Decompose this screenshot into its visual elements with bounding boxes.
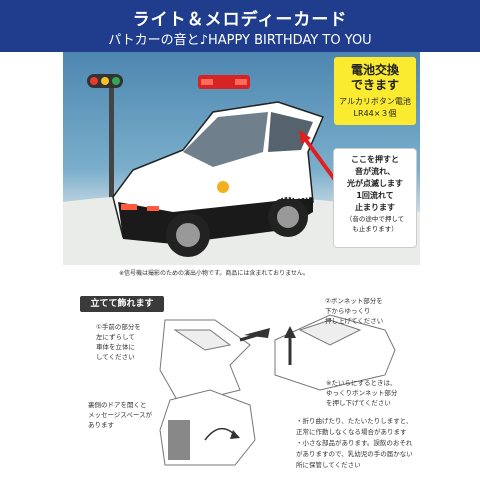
police-car-illustration: HAPPY BIRTHDAY bbox=[63, 74, 420, 265]
callout-line: 1回流れて bbox=[356, 191, 394, 200]
traffic-light-yellow bbox=[101, 77, 109, 85]
traffic-light-green bbox=[112, 77, 120, 85]
step1-note: ①手前の部分を 左にずらして 車体を立体に してください bbox=[96, 322, 141, 362]
step2-line: 押し上げてください bbox=[325, 317, 384, 325]
warning-note: ・折り曲げたり、たたいたりしますと、 正常に作動しなくなる場合があります ・小さ… bbox=[296, 416, 413, 471]
warning-line: ・折り曲げたり、たたいたりしますと、 bbox=[296, 417, 413, 425]
assembly-diagrams bbox=[159, 314, 396, 466]
diagram-step2 bbox=[274, 314, 396, 391]
diagram-step3 bbox=[159, 389, 256, 466]
warning-line: がありますので、乳幼児の手の届かない bbox=[296, 450, 413, 458]
traffic-light-pole bbox=[109, 88, 114, 228]
callout-line: ここを押すと bbox=[351, 155, 399, 164]
battery-line1: 電池交換 bbox=[350, 63, 399, 77]
step3-line: を押し下げてください bbox=[326, 399, 391, 407]
step1-line: してください bbox=[96, 353, 135, 361]
step3-line: ※たいらにするときは、 bbox=[326, 379, 397, 387]
car-lightbar bbox=[198, 75, 250, 89]
warning-line: 正常に作動しなくなる場合があります bbox=[296, 428, 407, 436]
step3-note: ※たいらにするときは、 ゆっくりボンネット部分 を押し下げてください bbox=[326, 378, 397, 408]
callout-arrow bbox=[301, 134, 337, 182]
header-banner: ライト＆メロディーカード パトカーの音と♪HAPPY BIRTHDAY TO Y… bbox=[0, 0, 480, 52]
step1-line: ①手前の部分を bbox=[96, 323, 141, 331]
warning-line: ・小さな部品があります。誤飲のおそれ bbox=[296, 439, 413, 447]
photo-caption: ※信号機は撮影のための演出小物です。商品には含まれておりません。 bbox=[119, 270, 309, 277]
message-note-line: 裏側のドアを開くと bbox=[88, 401, 147, 409]
step3-line: ゆっくりボンネット部分 bbox=[326, 389, 398, 397]
battery-line4: LR44×３個 bbox=[353, 109, 397, 118]
battery-line3: アルカリボタン電池 bbox=[339, 97, 411, 106]
setup-title: 立てて飾れます bbox=[80, 296, 164, 312]
car-windshield bbox=[183, 112, 268, 167]
header-title: ライト＆メロディーカード bbox=[132, 10, 348, 30]
header-subtitle: パトカーの音と♪HAPPY BIRTHDAY TO YOU bbox=[108, 33, 372, 48]
callout-line: 止まります bbox=[355, 203, 395, 212]
message-note-line: あります bbox=[88, 421, 114, 429]
car-door-text: HAPPY BIRTHDAY bbox=[233, 192, 311, 201]
police-emblem bbox=[217, 181, 229, 193]
callout-bubble: ここを押すと 音が流れ、 光が点滅します 1回流れて 止まります （音の途中で押… bbox=[333, 148, 417, 248]
step2-line: 下からゆっくり bbox=[325, 307, 371, 315]
message-space bbox=[168, 420, 190, 460]
battery-info: 電池交換 できます アルカリボタン電池 LR44×３個 bbox=[334, 57, 416, 125]
step1-line: 車体を立体に bbox=[96, 343, 135, 351]
message-note-line: メッセージスペースが bbox=[88, 411, 153, 419]
warning-line: 所に保管してください bbox=[296, 461, 361, 469]
message-note: 裏側のドアを開くと メッセージスペースが あります bbox=[88, 400, 152, 430]
callout-line: 音が流れ、 bbox=[354, 167, 396, 176]
callout-subline: （音の途中で押して bbox=[345, 215, 405, 223]
diagram-step1 bbox=[159, 319, 270, 406]
step2-line: ②ボンネット部分を bbox=[325, 297, 383, 305]
traffic-light-red bbox=[90, 77, 98, 85]
step1-line: 左にずらして bbox=[96, 333, 135, 341]
step2-note: ②ボンネット部分を 下からゆっくり 押し上げてください bbox=[325, 296, 383, 326]
callout-line: 光が点滅します bbox=[347, 179, 403, 188]
battery-line2: できます bbox=[350, 78, 399, 92]
callout-subline: も止まります） bbox=[352, 225, 398, 233]
